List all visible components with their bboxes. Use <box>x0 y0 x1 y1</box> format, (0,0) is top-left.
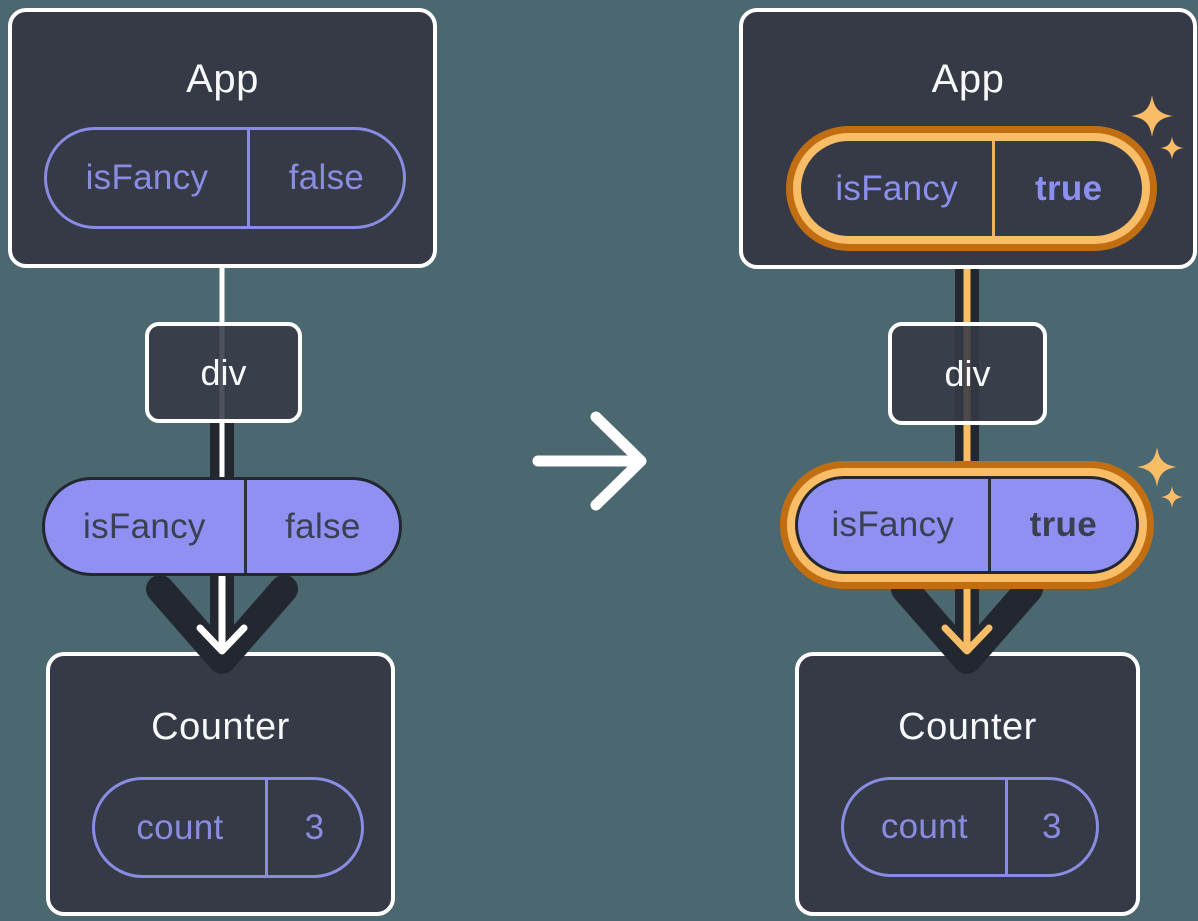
prop-value: true <box>1029 505 1097 544</box>
state-value: 3 <box>1042 807 1062 846</box>
down-chevron-icon <box>891 575 1043 674</box>
state-value: 3 <box>304 807 325 847</box>
state-pill-isfancy: isFancy false <box>44 127 406 229</box>
state-pill-count: count 3 <box>841 777 1099 877</box>
white-down-arrow-icon <box>196 573 248 655</box>
state-name: isFancy <box>47 130 250 226</box>
app-card-right: App isFancy true <box>739 8 1197 269</box>
component-title: App <box>931 57 1005 101</box>
prop-pill-isfancy-highlighted: isFancy true <box>795 476 1139 574</box>
prop-name: isFancy <box>45 480 247 573</box>
state-pill-count: count 3 <box>92 777 364 878</box>
state-value: false <box>288 158 365 197</box>
component-title: Counter <box>898 706 1037 748</box>
sparkle-icon <box>1161 486 1183 508</box>
app-card-left: App isFancy false <box>8 8 437 268</box>
prop-pill-isfancy: isFancy false <box>42 477 402 576</box>
counter-card-left: Counter count 3 <box>46 652 395 916</box>
arrow-right-icon <box>532 411 647 511</box>
div-node-right: div <box>888 322 1047 425</box>
down-chevron-icon <box>146 575 298 674</box>
state-pill-isfancy-highlighted: isFancy true <box>801 141 1142 236</box>
div-label: div <box>944 352 991 394</box>
prop-value: false <box>285 506 361 546</box>
component-title: Counter <box>151 706 290 748</box>
component-title: App <box>186 57 259 101</box>
state-name: count <box>844 780 1008 874</box>
sparkle-icon <box>1137 447 1177 487</box>
state-value: true <box>1035 168 1103 208</box>
div-label: div <box>200 351 247 393</box>
prop-name: isFancy <box>798 479 991 571</box>
counter-card-right: Counter count 3 <box>795 652 1140 916</box>
div-node-left: div <box>145 322 302 423</box>
state-name: isFancy <box>801 141 996 236</box>
orange-down-arrow-icon <box>941 573 993 655</box>
state-name: count <box>95 780 268 875</box>
